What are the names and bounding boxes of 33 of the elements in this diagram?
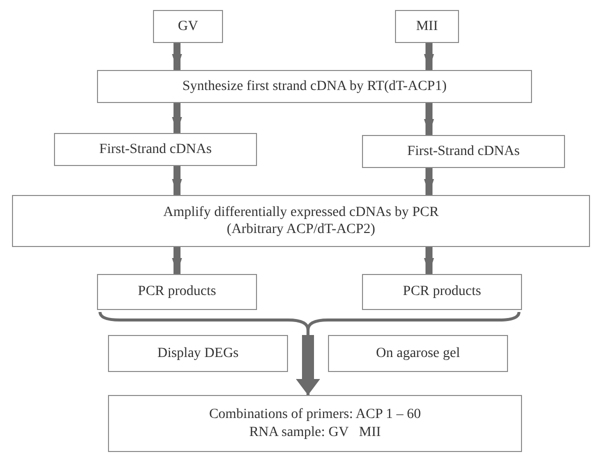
- box-text: Display DEGs: [157, 344, 239, 362]
- block-arrow: [424, 247, 434, 274]
- box-text: Combinations of primers: ACP 1 – 60: [209, 406, 421, 424]
- box-text: First-Strand cDNAs: [407, 142, 520, 160]
- process-box: [12, 195, 590, 247]
- block-arrow: [172, 247, 182, 274]
- process-box: [362, 135, 565, 168]
- process-box: [153, 10, 223, 43]
- block-arrow: [172, 103, 182, 133]
- box-text: Amplify differentially expressed cDNAs by PCR: [163, 204, 439, 221]
- process-box: [362, 274, 522, 310]
- process-box: [97, 274, 257, 310]
- block-arrow: [172, 43, 182, 70]
- process-box: [108, 335, 288, 372]
- process-box: [54, 133, 257, 166]
- box-text: (Arbitrary ACP/dT-ACP2): [226, 221, 376, 238]
- box-text: RNA sample: GV MII: [249, 424, 381, 441]
- box-text: GV: [178, 18, 198, 36]
- process-box: [108, 395, 522, 452]
- brace-arrow: [296, 312, 520, 395]
- box-text: First-Strand cDNAs: [99, 140, 212, 158]
- box-text: MII: [416, 18, 438, 36]
- process-box: [328, 335, 508, 372]
- box-text: Synthesize first strand cDNA by RT(dT-ACP1): [182, 78, 447, 96]
- block-arrow: [172, 166, 182, 195]
- block-arrow: [424, 168, 434, 195]
- box-text: On agarose gel: [376, 344, 460, 362]
- process-box: [395, 10, 459, 43]
- box-text: PCR products: [402, 283, 482, 301]
- block-arrow: [424, 43, 434, 70]
- block-arrow: [424, 103, 434, 135]
- box-text: PCR products: [138, 283, 216, 301]
- process-box: [97, 70, 532, 103]
